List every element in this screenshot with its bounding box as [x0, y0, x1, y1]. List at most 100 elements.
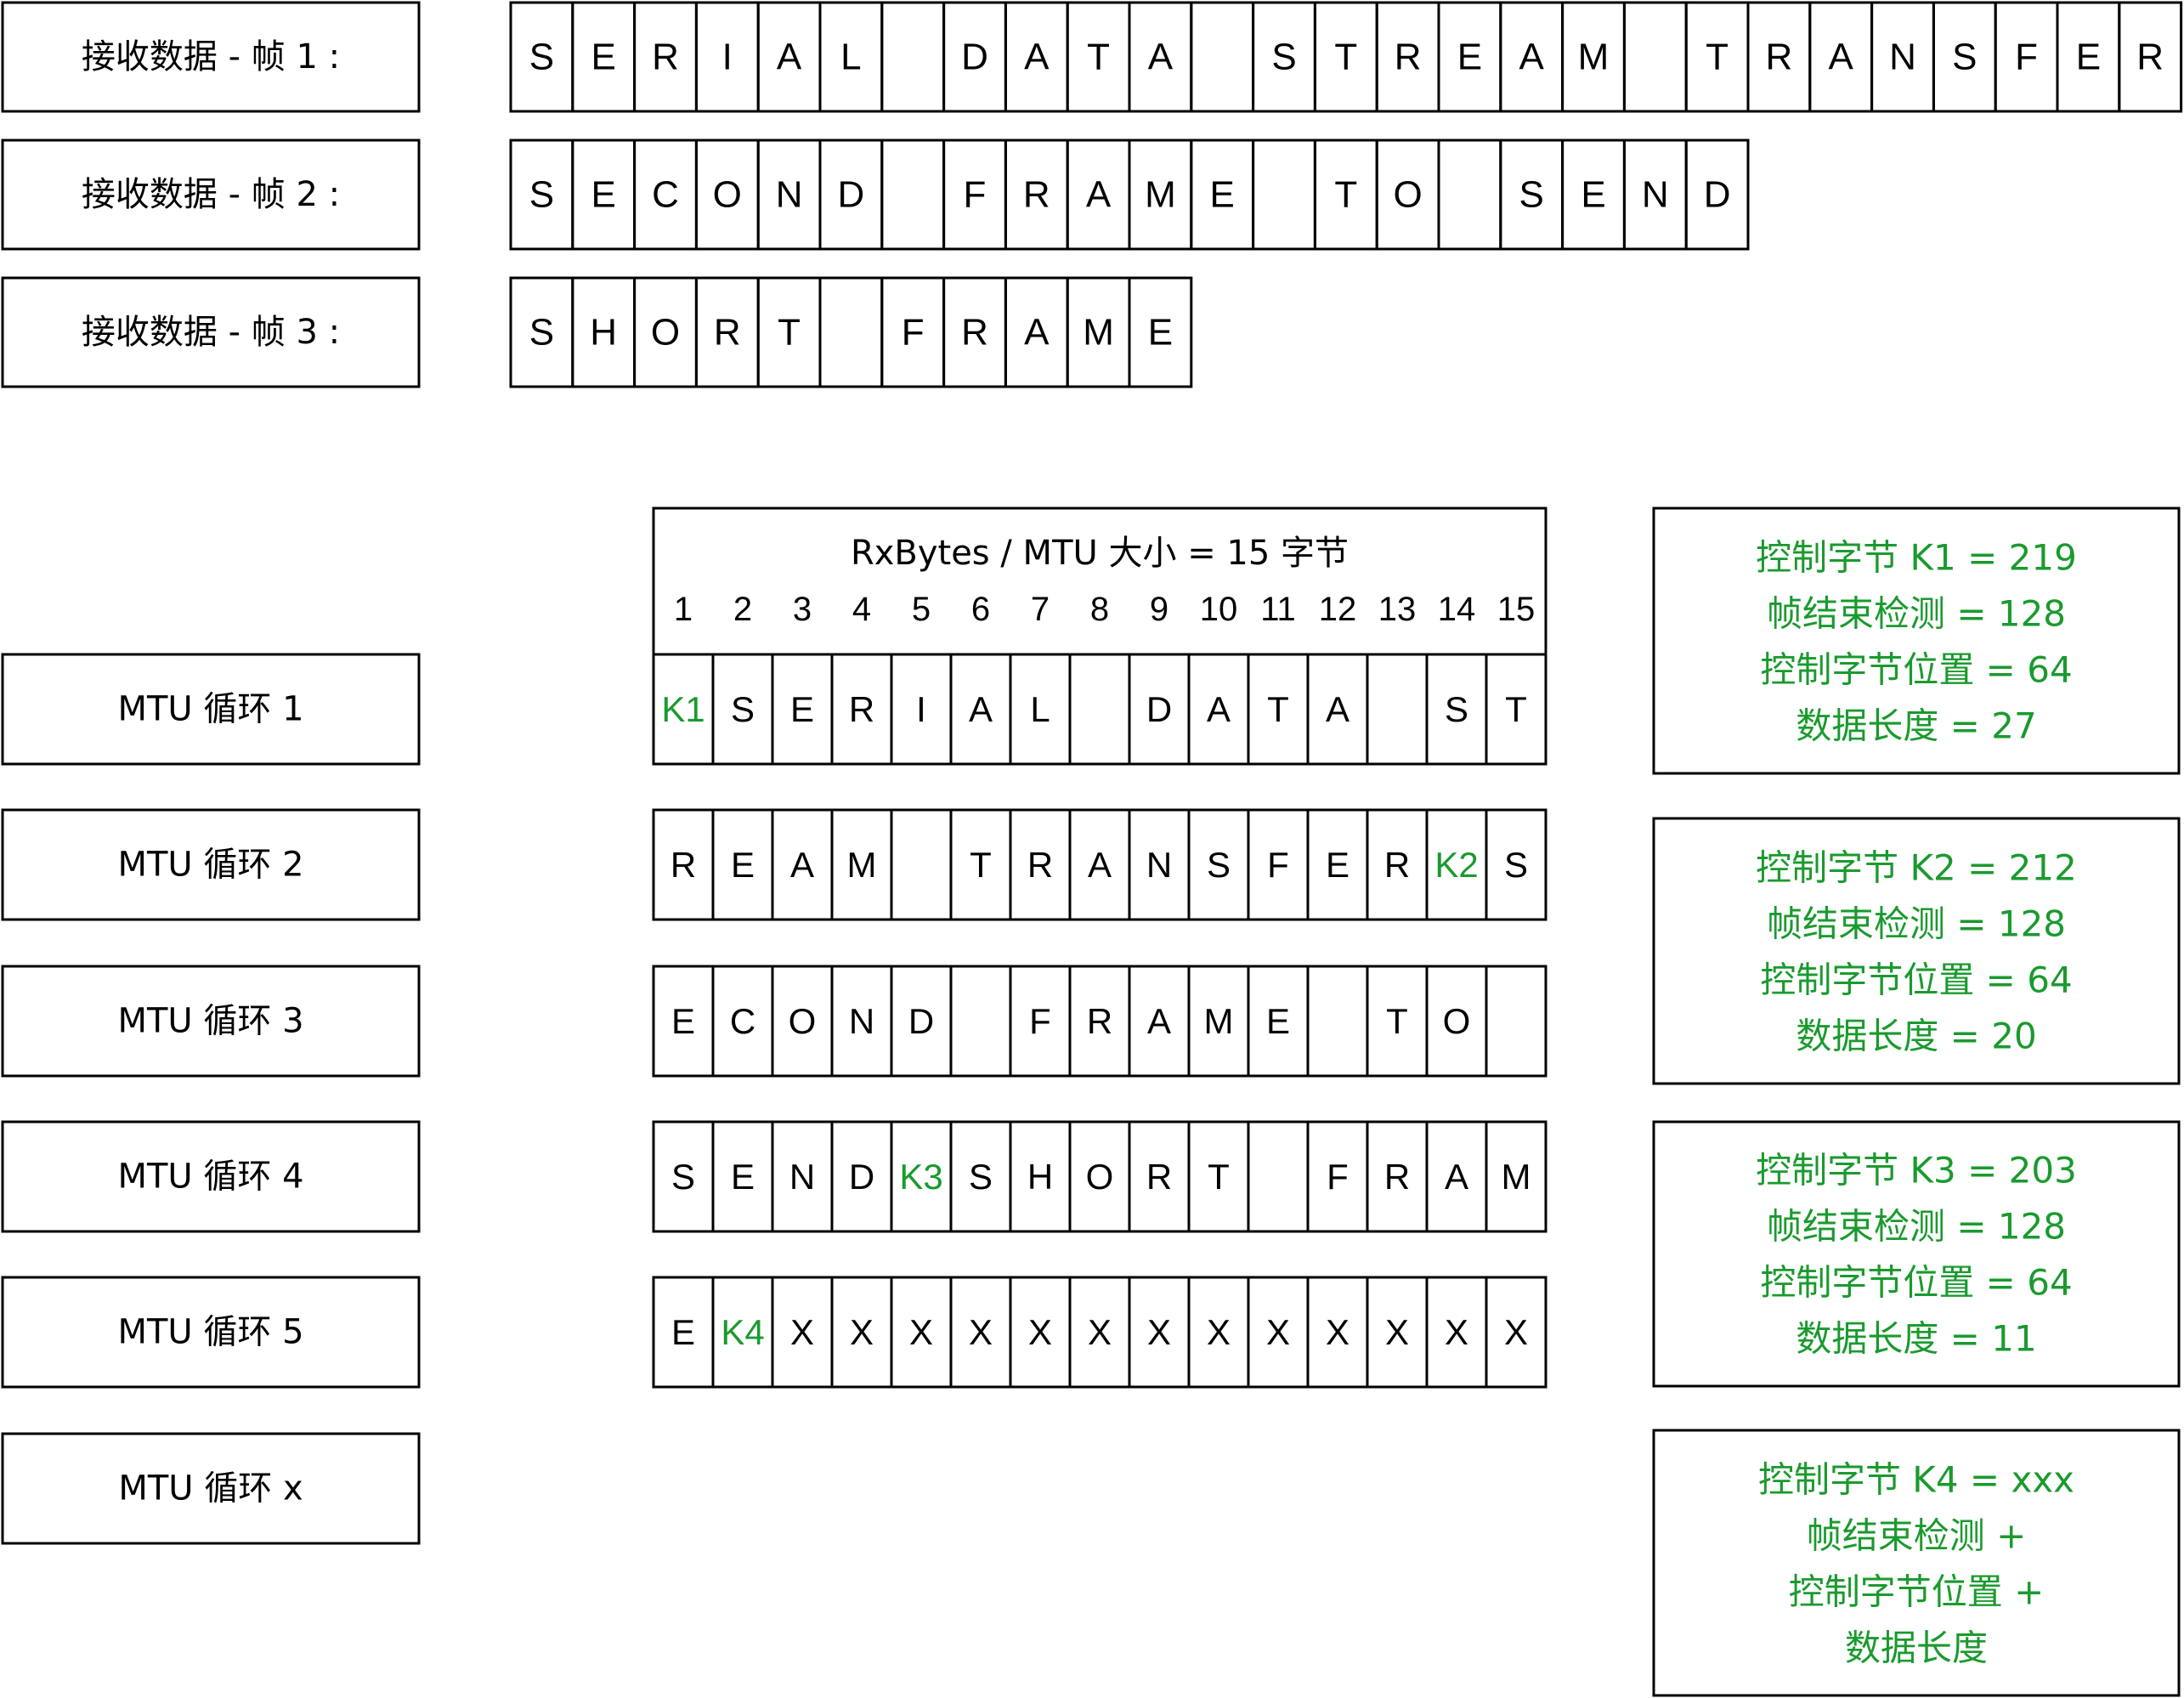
- frame-cell: [880, 139, 946, 251]
- frame-cell-text: E: [1210, 174, 1235, 216]
- mtu-cycle-label: MTU 循环 4: [117, 1157, 303, 1197]
- frame-cell-text: O: [1393, 174, 1422, 216]
- frame-cell-text: T: [1706, 37, 1729, 78]
- frame-label-box: [1, 139, 421, 251]
- mtu-cell-text: T: [970, 845, 992, 885]
- mtu-cell-text: H: [1027, 1157, 1053, 1197]
- mtu-cell-text: O: [1086, 1157, 1114, 1197]
- mtu-cell-text: A: [1147, 1001, 1171, 1041]
- frame-cell-text: S: [1519, 174, 1544, 216]
- mtu-cell: [1485, 1276, 1547, 1389]
- control-info-line: 数据长度 = 11: [1796, 1318, 2036, 1360]
- mtu-cell: [1485, 965, 1547, 1078]
- frame-label-box: [1, 1, 421, 113]
- mtu-cell-text: X: [969, 1312, 993, 1352]
- mtu-cell-text: E: [671, 1001, 695, 1041]
- control-info-box: [1652, 507, 2181, 775]
- frame-cell: [1437, 139, 1502, 251]
- frame-cell-text: F: [964, 174, 987, 216]
- control-info-line: 帧结束检测 = 128: [1767, 903, 2066, 945]
- frame-cell-text: M: [1083, 312, 1114, 354]
- frame-cell-text: T: [1334, 174, 1357, 216]
- mtu-cell-text: R: [670, 845, 696, 885]
- mtu-cell-text: N: [849, 1001, 874, 1041]
- mtu-cell-text: M: [1502, 1157, 1531, 1197]
- frame-cell: [1128, 276, 1193, 388]
- frame-cell-text: A: [1519, 37, 1545, 78]
- frame-cell-text: T: [778, 312, 801, 354]
- frame-cell-text: E: [591, 37, 616, 78]
- frame-cell-text: I: [722, 37, 733, 78]
- frame-cell-text: S: [529, 312, 554, 354]
- frame-cell-text: E: [2076, 37, 2101, 78]
- mtu-cell-text: S: [1207, 845, 1231, 885]
- frame-cell-text: C: [652, 174, 679, 216]
- mtu-cell-text: O: [789, 1001, 817, 1041]
- frame-cell-text: R: [714, 312, 741, 354]
- mtu-index-label: 12: [1319, 591, 1357, 628]
- control-info-line: 数据长度 = 27: [1796, 705, 2036, 747]
- frame-cell-text: A: [1086, 174, 1112, 216]
- mtu-cell-text: E: [731, 845, 755, 885]
- frame-cell-text: D: [961, 37, 988, 78]
- mtu-header-box: [652, 507, 1547, 656]
- frame-cell: [1622, 1, 1688, 113]
- mtu-cell-text: D: [908, 1001, 934, 1041]
- control-info-box: [1652, 1120, 2181, 1388]
- mtu-cell-text: F: [1029, 1001, 1051, 1041]
- mtu-cell-text: X: [1147, 1312, 1171, 1352]
- frame-cell-text: D: [838, 174, 865, 216]
- mtu-cell-text: X: [1504, 1312, 1528, 1352]
- frame-cell: [880, 1, 946, 113]
- frame-cell: [1252, 139, 1316, 251]
- mtu-cell-text: M: [847, 845, 877, 885]
- control-info-line: 控制字节 K4 = xxx: [1758, 1459, 2074, 1501]
- mtu-cell-text: X: [1266, 1312, 1290, 1352]
- mtu-cell-text: A: [790, 845, 814, 885]
- mtu-cell-text: S: [671, 1157, 695, 1197]
- mtu-cell-text: R: [1146, 1157, 1172, 1197]
- control-byte-cell-text: K2: [1434, 845, 1478, 885]
- control-info-line: 控制字节 K1 = 219: [1756, 537, 2077, 579]
- mtu-cell-text: D: [1146, 689, 1172, 729]
- control-info-line: 帧结束检测 = 128: [1767, 1206, 2066, 1248]
- mtu-cycle-label: MTU 循环 3: [117, 1002, 303, 1041]
- frame-label: 接收数据 - 帧 3 :: [82, 313, 340, 352]
- mtu-cell-text: A: [1088, 845, 1112, 885]
- control-info-line: 帧结束检测 = 128: [1767, 593, 2066, 635]
- mtu-cell-text: S: [1445, 689, 1468, 729]
- frame-cell-text: H: [590, 312, 617, 354]
- frame-cell-text: M: [1578, 37, 1610, 78]
- frame-cell: [2118, 1, 2183, 113]
- frame-cell-text: R: [1395, 37, 1422, 78]
- mtu-cell-text: S: [969, 1157, 993, 1197]
- mtu-cell-text: M: [1204, 1001, 1234, 1041]
- frame-cell-text: A: [1148, 37, 1174, 78]
- frame-cell: [1684, 139, 1750, 251]
- frame-cell-text: E: [1148, 312, 1173, 354]
- mtu-cell-text: N: [1146, 845, 1172, 885]
- mtu-cell-text: F: [1327, 1157, 1349, 1197]
- control-info-line: 帧结束检测 +: [1807, 1515, 2027, 1557]
- frame-cell-text: F: [902, 312, 925, 354]
- frame-cell-text: E: [1457, 37, 1482, 78]
- control-info-line: 控制字节位置 = 64: [1760, 1262, 2072, 1304]
- frame-cell-text: T: [1334, 37, 1357, 78]
- mtu-cycle-label-box: [1, 1120, 421, 1233]
- frame-cell-text: L: [840, 37, 861, 78]
- frame-label: 接收数据 - 帧 1 :: [82, 37, 340, 76]
- frame-cell-text: S: [1271, 37, 1296, 78]
- mtu-cell-text: L: [1030, 689, 1050, 729]
- mtu-cell-text: E: [790, 689, 814, 729]
- mtu-cell-text: E: [1266, 1001, 1290, 1041]
- frame-cell-text: S: [529, 37, 554, 78]
- mtu-cell: [890, 808, 953, 921]
- control-info-line: 数据长度 = 20: [1796, 1016, 2036, 1057]
- mtu-cell: [1366, 653, 1429, 766]
- mtu-cell-text: E: [1326, 845, 1349, 885]
- mtu-index-label: 13: [1378, 591, 1417, 628]
- mtu-cycle-label-box: [1, 653, 421, 766]
- mtu-header-title: RxBytes / MTU 大小 = 15 字节: [851, 534, 1349, 573]
- frame-cell-text: A: [777, 37, 802, 78]
- mtu-cell-text: S: [1504, 845, 1528, 885]
